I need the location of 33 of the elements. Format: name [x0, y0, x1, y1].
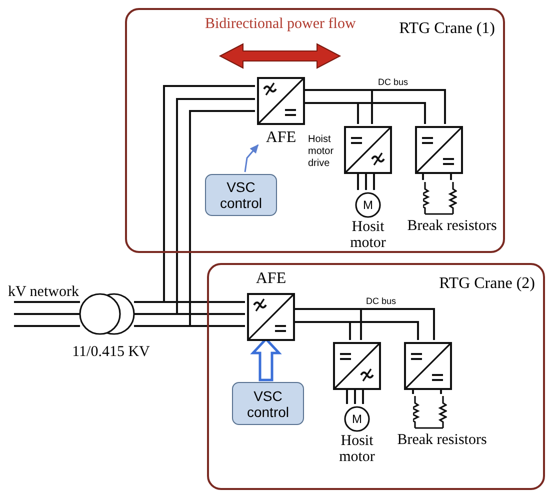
- wire: [14, 301, 66, 303]
- component-label: Hosit motor: [338, 433, 376, 465]
- wire: [373, 173, 375, 190]
- rating-label: 11/0.415 KV: [71, 344, 151, 361]
- motor-letter: M: [362, 198, 374, 212]
- component-label: Hosit motor: [349, 219, 387, 251]
- converter-label: AFE: [264, 129, 298, 147]
- wire: [354, 388, 356, 404]
- control-box: VSC control: [205, 174, 277, 216]
- edge-label: DC bus: [366, 296, 396, 306]
- wire: [346, 388, 348, 404]
- crane-panel: [207, 263, 545, 490]
- wire: [156, 325, 245, 327]
- motor-letter: M: [351, 412, 363, 426]
- wire: [156, 313, 245, 315]
- converter-label: AFE: [254, 270, 288, 288]
- arrow: [244, 144, 259, 172]
- wire: [362, 388, 364, 404]
- wire: [293, 308, 435, 340]
- panel-title: RTG Crane (2): [439, 275, 535, 293]
- wire: [357, 173, 359, 190]
- network-label: kV network: [8, 284, 79, 301]
- wire: [365, 173, 367, 190]
- wire: [303, 89, 446, 124]
- annotation: Bidirectional power flow: [205, 16, 356, 33]
- wire: [293, 321, 419, 340]
- component-label: Break resistors: [396, 432, 488, 449]
- component-label: Break resistors: [406, 218, 498, 235]
- control-box: VSC control: [232, 382, 304, 425]
- panel-title: RTG Crane (1): [399, 20, 495, 38]
- component-label: Hoist motor drive: [308, 134, 335, 170]
- edge-label: DC bus: [378, 77, 408, 87]
- crane-panel: [125, 8, 505, 253]
